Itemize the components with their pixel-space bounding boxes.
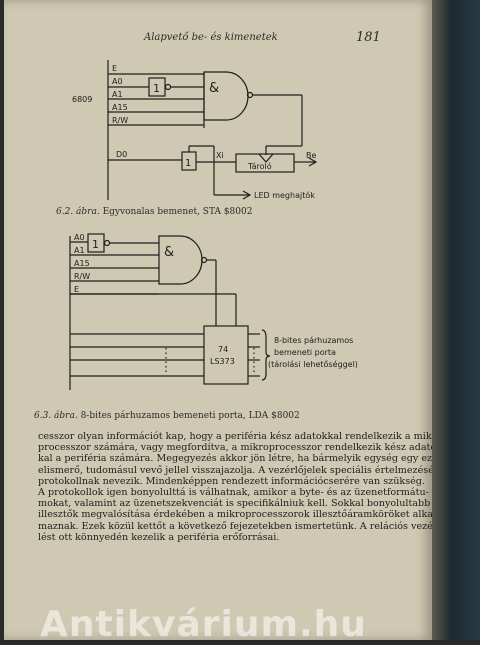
- chip-line1: 74: [218, 345, 228, 354]
- gate-buffer-label: 1: [185, 158, 191, 169]
- caption-text: Egyvonalas bemenet, STA $8002: [102, 207, 253, 217]
- chip-line2: LS373: [210, 357, 235, 366]
- gate2-and-label: &: [164, 245, 174, 260]
- body-line: cesszor olyan információt kap, hogy a pe…: [38, 431, 446, 442]
- sig-rw: R/W: [112, 116, 128, 125]
- led-label: LED meghajtók: [254, 190, 315, 200]
- body-line: processzor számára, vagy megfordítva, a …: [38, 442, 446, 454]
- sig2-a1: A1: [74, 246, 85, 255]
- figure-6-2-schematic: 6809 E A0 A1 A15 R/W D0 1 & 1 Xi Tároló …: [72, 60, 318, 200]
- sig-e: E: [112, 64, 117, 73]
- sig2-e: E: [74, 285, 79, 294]
- sig2-a0: A0: [74, 233, 85, 242]
- figure-6-2-caption: 6.2. ábra. Egyvonalas bemenet, STA $8002: [56, 207, 252, 217]
- body-line: lést ott könnyedén kezelik a periféria e…: [38, 531, 280, 543]
- sig-d0: D0: [116, 150, 127, 159]
- note-line1: 8-bites párhuzamos: [274, 336, 353, 345]
- sig-a15: A15: [112, 103, 128, 112]
- body-line: kal a periféria számára. Megegyezés akko…: [38, 453, 436, 465]
- body-line: illesztők megvalósítása érdekében a mikr…: [38, 509, 440, 521]
- caption-number: 6.2. ábra.: [56, 207, 100, 217]
- body-line: maznak. Ezek közül kettőt a következő fe…: [38, 520, 441, 532]
- sig2-a15: A15: [74, 259, 90, 268]
- body-line: A protokollok igen bonyolulttá is válhat…: [38, 487, 429, 499]
- be-label: Be: [306, 151, 316, 160]
- sig2-rw: R/W: [74, 272, 90, 281]
- watermark: Antikvárium.hu: [40, 604, 367, 645]
- body-line: mokat, valamint az üzenetszekvenciát is …: [38, 498, 431, 510]
- cpu-label: 6809: [72, 95, 92, 104]
- sig-a0: A0: [112, 77, 123, 86]
- body-text: cesszor olyan információt kap, hogy a pe…: [38, 431, 446, 543]
- running-header: Alapvető be- és kimenetek: [144, 32, 278, 43]
- gate-and-label: &: [209, 81, 219, 96]
- latch-label: Tároló: [247, 161, 272, 171]
- body-line: elismerő, tudomásul vevő jellel visszaja…: [38, 464, 438, 476]
- xi-label: Xi: [216, 151, 224, 160]
- body-line: protokollnak nevezik. Mindenképpen rende…: [38, 475, 425, 487]
- caption-number: 6.3. ábra.: [34, 411, 78, 421]
- page-number: 181: [356, 30, 381, 45]
- gate2-inverter-label: 1: [92, 238, 99, 251]
- book-spine: [432, 0, 480, 640]
- sig-a1: A1: [112, 90, 123, 99]
- book-page: Alapvető be- és kimenetek 181: [4, 0, 446, 640]
- figure-6-3-schematic: A0 A1 A15 R/W E 1 & 74 LS373 8-bites pár…: [69, 233, 358, 390]
- note-line3: (tárolási lehetőséggel): [268, 359, 358, 369]
- gate-inverter-label: 1: [153, 82, 160, 95]
- figure-6-3-caption: 6.3. ábra. 8-bites párhuzamos bemeneti p…: [34, 411, 300, 421]
- caption-text: 8-bites párhuzamos bemeneti porta, LDA $…: [80, 411, 300, 421]
- note-line2: bemeneti porta: [274, 348, 336, 357]
